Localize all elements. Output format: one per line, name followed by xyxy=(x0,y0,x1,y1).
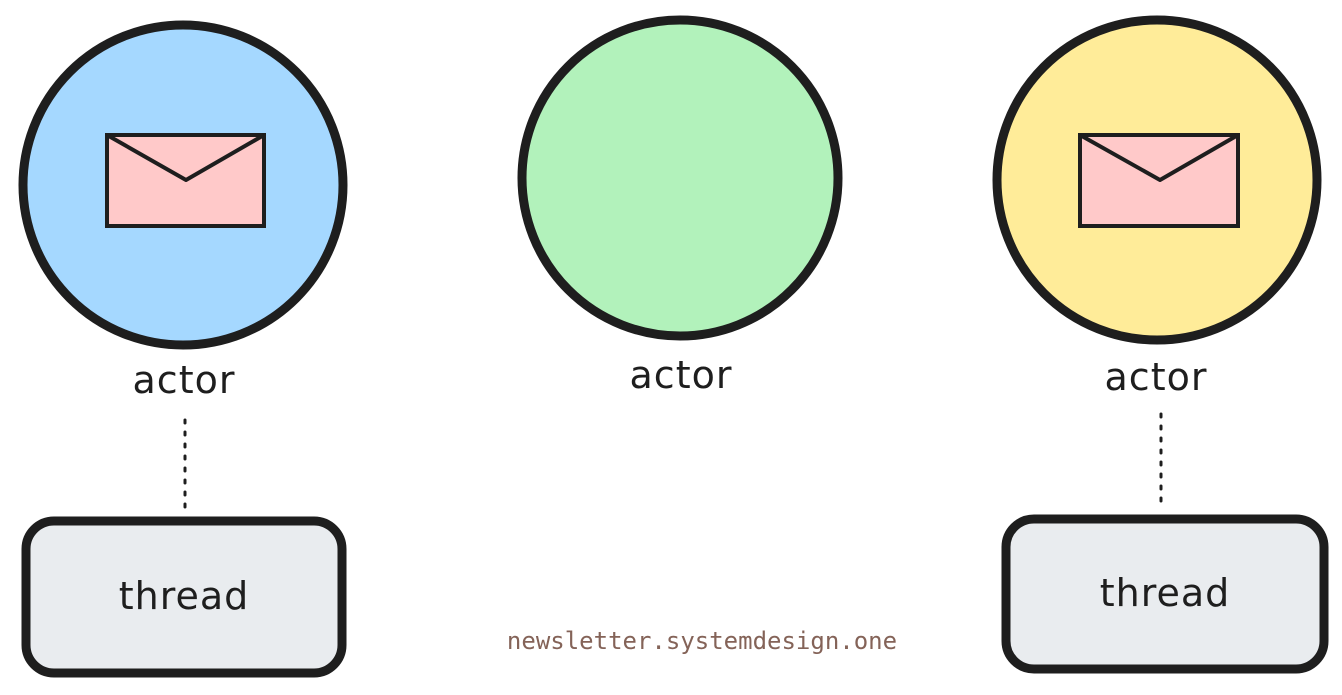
actor-label: actor xyxy=(132,358,236,402)
watermark: newsletter.systemdesign.one xyxy=(506,627,898,655)
actor-node-3 xyxy=(992,15,1322,345)
envelope-icon xyxy=(1078,133,1240,228)
actor-label: actor xyxy=(629,353,733,397)
actor-label: actor xyxy=(1104,355,1208,399)
actor-node-1 xyxy=(18,20,348,350)
thread-label: thread xyxy=(1099,571,1231,615)
thread-box xyxy=(21,516,347,678)
actor-node-2 xyxy=(517,15,843,341)
thread-box xyxy=(1001,514,1329,674)
thread-label: thread xyxy=(118,574,250,618)
actor-circle xyxy=(517,15,843,341)
envelope-icon xyxy=(105,133,266,228)
